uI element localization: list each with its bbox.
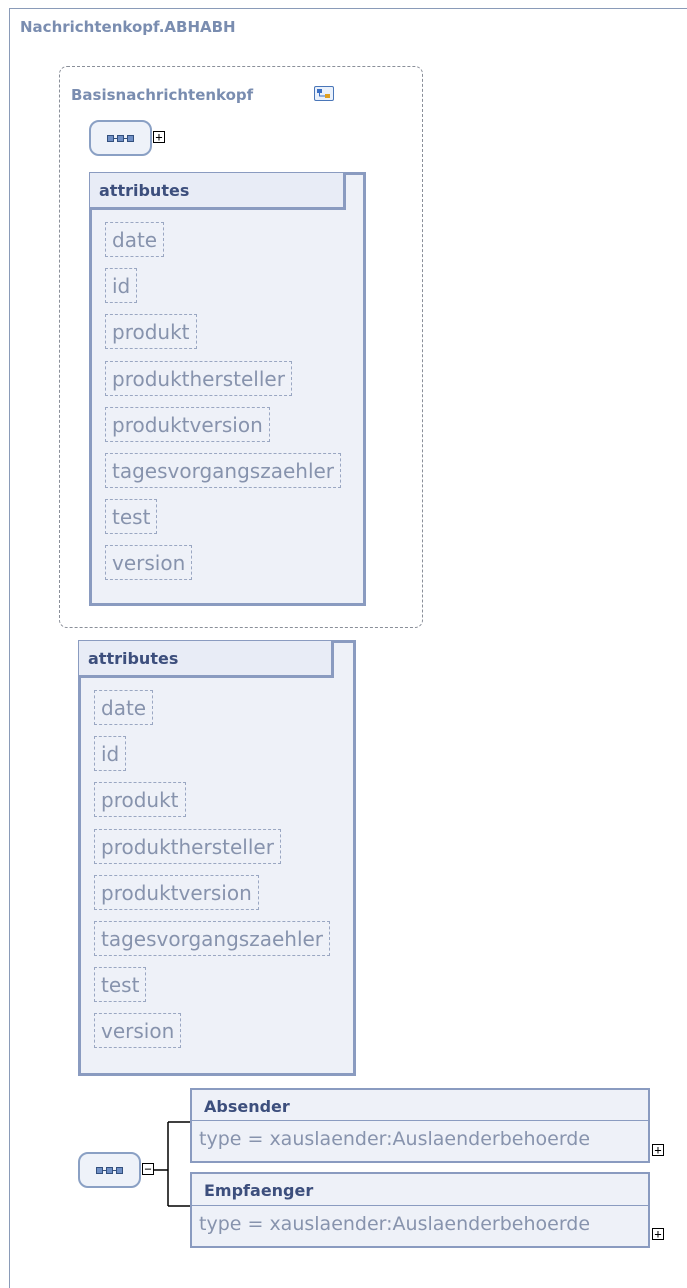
attribute-item[interactable]: produkt (105, 314, 197, 350)
attribute-item[interactable]: test (105, 499, 158, 535)
attribute-item[interactable]: produkthersteller (105, 360, 292, 396)
divider (192, 1205, 648, 1206)
base-type-group (59, 66, 423, 628)
element-type: type = xauslaender:Auslaenderbehoerde (199, 1213, 591, 1235)
attribute-item[interactable]: date (94, 690, 154, 725)
attributes-header: attributes (90, 173, 346, 210)
element-empfaenger[interactable]: Empfaenger type = xauslaender:Auslaender… (190, 1172, 650, 1248)
sequence-icon (96, 1166, 123, 1174)
attribute-item[interactable]: produktversion (105, 406, 270, 442)
element-name: Absender (204, 1097, 290, 1116)
attribute-item[interactable]: tagesvorgangszaehler (94, 921, 331, 956)
divider (192, 1120, 648, 1121)
attribute-item[interactable]: produktversion (94, 874, 259, 910)
type-derivation-icon[interactable] (314, 86, 334, 101)
root-frame (9, 8, 687, 1288)
attribute-item[interactable]: version (94, 1013, 182, 1049)
root-title: Nachrichtenkopf.ABHABH (20, 18, 236, 36)
element-name: Empfaenger (204, 1181, 314, 1200)
collapse-icon[interactable]: − (142, 1163, 154, 1175)
attribute-item[interactable]: date (105, 222, 165, 257)
attribute-item[interactable]: id (94, 736, 127, 772)
attribute-item[interactable]: test (94, 967, 147, 1003)
expand-icon[interactable]: + (652, 1144, 664, 1156)
attribute-item[interactable]: produkt (94, 782, 186, 818)
element-absender[interactable]: Absender type = xauslaender:Auslaenderbe… (190, 1088, 650, 1163)
sequence-compositor[interactable] (89, 120, 152, 156)
expand-icon[interactable]: + (153, 131, 165, 143)
attributes-label: attributes (99, 181, 190, 200)
sequence-connector (154, 1121, 190, 1207)
element-type: type = xauslaender:Auslaenderbehoerde (199, 1128, 591, 1150)
attribute-item[interactable]: id (105, 268, 138, 304)
attribute-item[interactable]: produkthersteller (94, 828, 281, 864)
attribute-item[interactable]: version (105, 545, 193, 581)
attributes-label-outer: attributes (88, 649, 179, 668)
base-type-title: Basisnachrichtenkopf (71, 86, 254, 104)
sequence-compositor-outer[interactable] (78, 1152, 141, 1188)
expand-icon[interactable]: + (652, 1228, 664, 1240)
outer-attributes-box (78, 640, 356, 1076)
sequence-icon (107, 134, 134, 142)
attributes-header-outer: attributes (79, 641, 334, 678)
attribute-item[interactable]: tagesvorgangszaehler (105, 453, 342, 488)
